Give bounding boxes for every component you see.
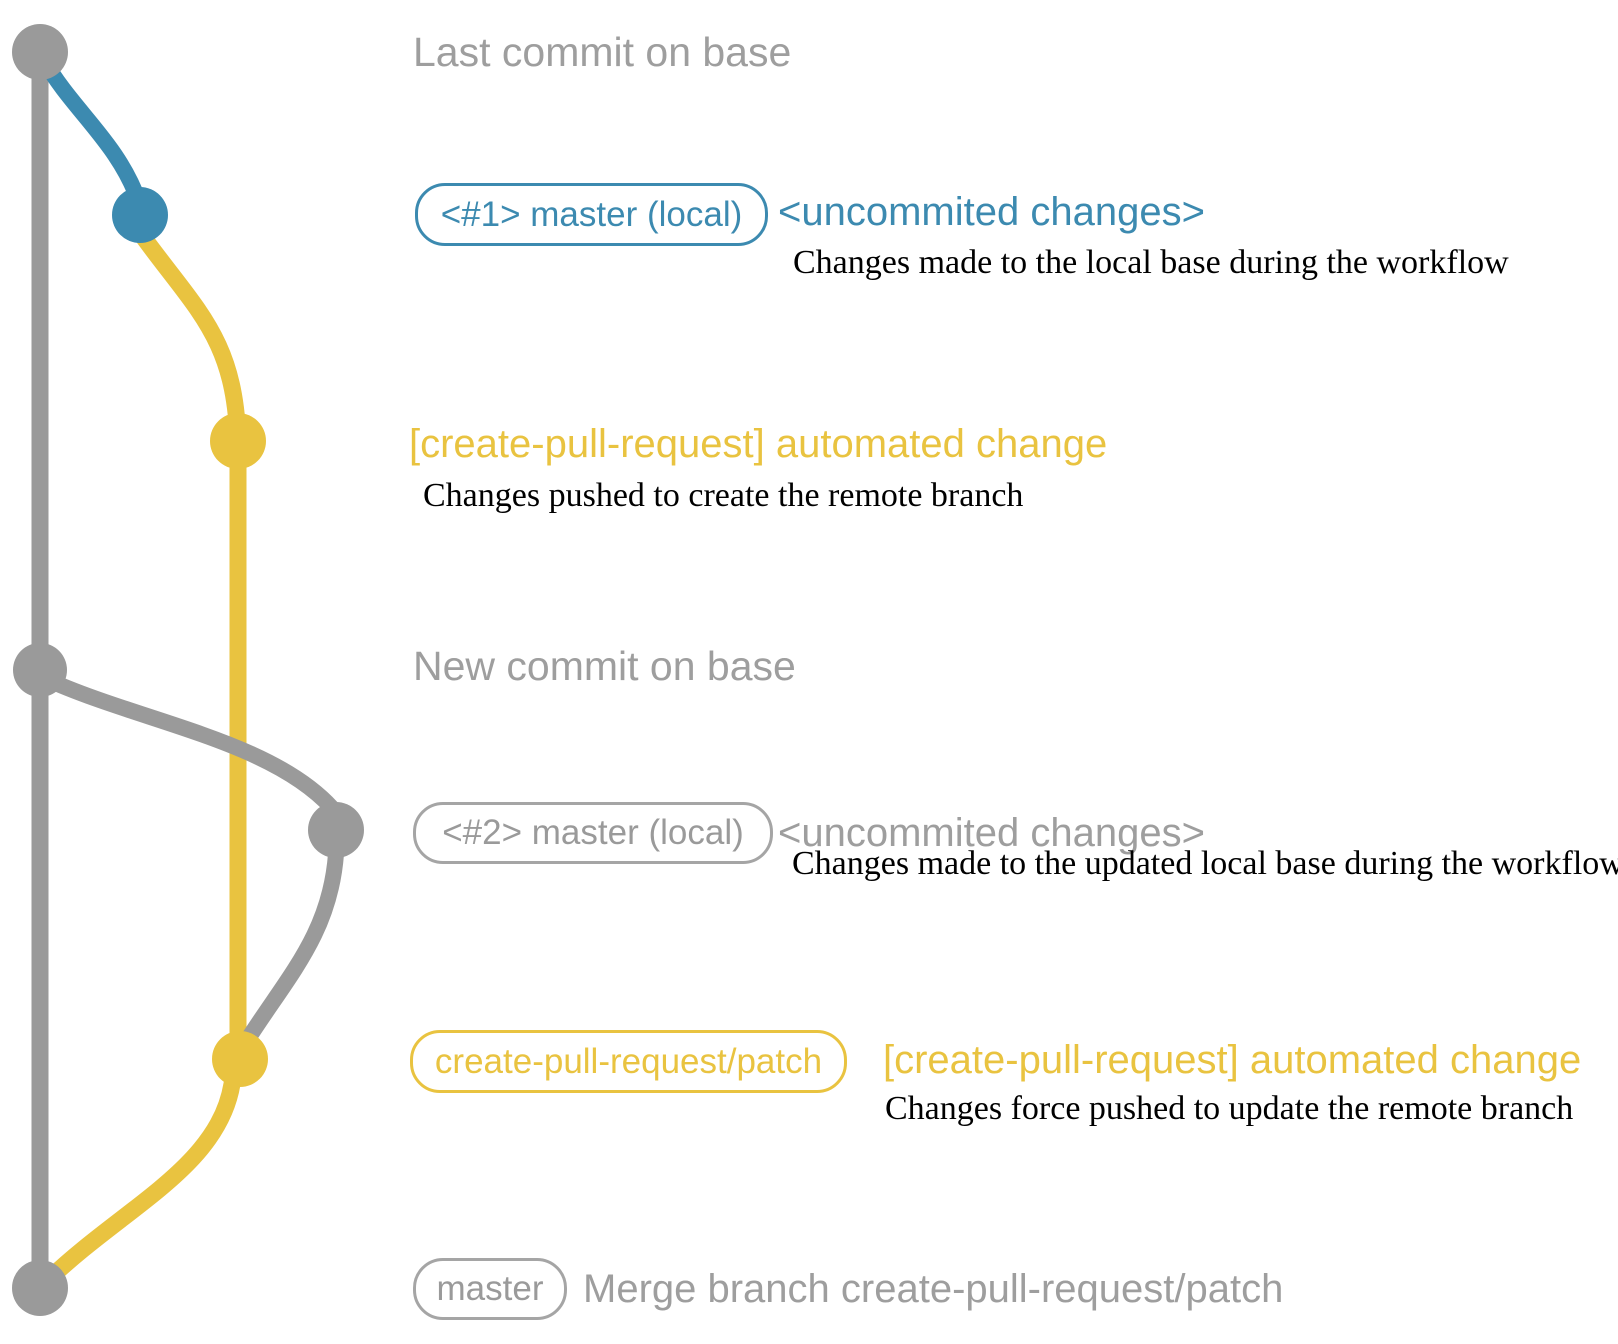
commit-dot-master-local-1 (112, 187, 168, 243)
commit-dot-new-base (13, 643, 67, 697)
label-new-commit-on-base: New commit on base (413, 643, 796, 689)
badge-master-local-1-label: <#1> master (local) (440, 194, 743, 234)
label-automated-change-1: [create-pull-request] automated change (409, 422, 1108, 466)
branch-line-patch (135, 229, 247, 1068)
desc-local-base-changes-1: Changes made to the local base during th… (793, 244, 1509, 281)
label-uncommited-changes-2: <uncommited changes> (778, 811, 1205, 855)
desc-local-base-changes-2: Changes made to the updated local base d… (792, 845, 1618, 882)
badge-master-label: master (436, 1269, 544, 1308)
commit-dot-master-local-2 (308, 802, 364, 858)
badge-master: master (413, 1258, 567, 1320)
desc-push-create-remote-branch: Changes pushed to create the remote bran… (423, 477, 1024, 514)
commit-dot-merge (12, 1260, 68, 1316)
branch-line-master-local-2-return (238, 846, 344, 1050)
branch-line-master-local-2-out (36, 670, 340, 816)
commit-dot-patch-1 (210, 413, 266, 469)
badge-master-local-2: <#2> master (local) (413, 802, 773, 864)
commit-dot-last-base (12, 24, 68, 80)
label-last-commit-on-base: Last commit on base (413, 29, 792, 75)
commit-dot-patch-2 (212, 1031, 268, 1087)
badge-create-pull-request-patch-label: create-pull-request/patch (434, 1041, 823, 1081)
badge-master-local-1: <#1> master (local) (415, 183, 768, 246)
git-graph (12, 24, 364, 1316)
badge-master-local-2-label: <#2> master (local) (442, 813, 744, 852)
branch-line-patch-merge (37, 1075, 241, 1291)
desc-force-push-update-remote-branch: Changes force pushed to update the remot… (885, 1090, 1574, 1127)
label-merge-branch-message: Merge branch create-pull-request/patch (583, 1267, 1284, 1311)
label-uncommited-changes-1: <uncommited changes> (778, 190, 1205, 234)
label-automated-change-2: [create-pull-request] automated change (883, 1038, 1582, 1082)
branch-line-master-local-1 (36, 52, 147, 210)
badge-create-pull-request-patch: create-pull-request/patch (410, 1030, 847, 1093)
